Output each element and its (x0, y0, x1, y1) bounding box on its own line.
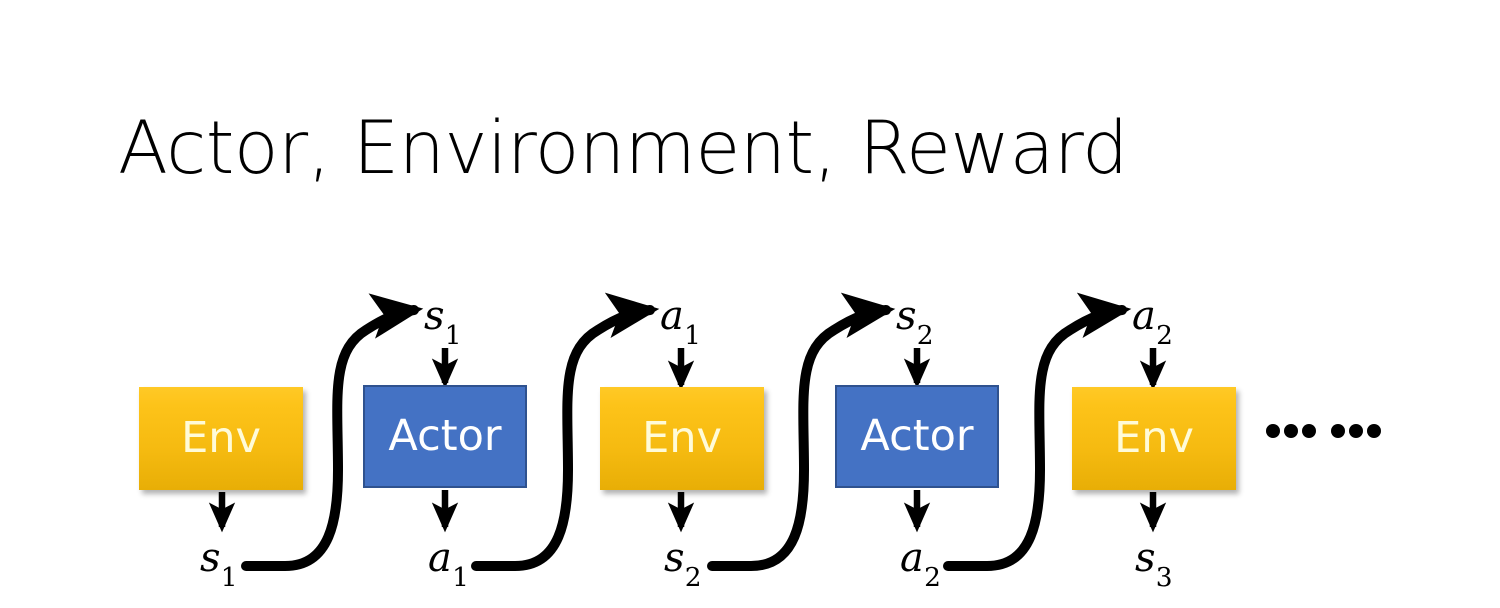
label-top-s2: s2 (896, 293, 934, 348)
label-top-a1: a1 (660, 293, 701, 348)
node-env-3-label: Env (1114, 413, 1194, 463)
curve-a2-to-env-input (943, 292, 1132, 571)
label-top-a2-symbol: a (1132, 293, 1156, 339)
label-top-s1-subscript: 1 (444, 319, 462, 351)
node-env-3[interactable]: Env (1072, 387, 1236, 490)
page-title: Actor, Environment, Reward (118, 106, 1128, 191)
label-bottom-s1: s1 (200, 535, 238, 590)
arrow-group-box-to-label (208, 490, 1167, 533)
curve-a1-to-env-input (471, 292, 660, 571)
ellipsis-dot (1349, 424, 1363, 438)
label-bottom-s3: s3 (1135, 535, 1173, 590)
label-top-a1-symbol: a (660, 293, 684, 339)
label-bottom-a1-subscript: 1 (452, 561, 469, 593)
curve-s2-to-actor-input (707, 292, 896, 571)
ellipsis-dot (1331, 424, 1345, 438)
label-bottom-s2-subscript: 2 (684, 561, 702, 593)
label-top-s1-symbol: s (424, 293, 445, 339)
label-top-s1: s1 (424, 293, 462, 348)
label-bottom-s1-symbol: s (200, 535, 221, 581)
label-bottom-a1-symbol: a (428, 535, 452, 581)
label-top-a1-subscript: 1 (684, 319, 701, 351)
label-bottom-a2-symbol: a (900, 535, 924, 581)
curve-s1-to-actor-input (241, 293, 424, 571)
label-bottom-s2: s2 (664, 535, 702, 590)
node-env-2-label: Env (642, 413, 722, 463)
label-top-a2: a2 (1132, 293, 1173, 348)
ellipsis-continuation (1266, 424, 1381, 438)
node-env-2[interactable]: Env (600, 387, 764, 490)
label-top-s2-symbol: s (896, 293, 917, 339)
node-actor-2[interactable]: Actor (835, 385, 999, 488)
label-bottom-a1: a1 (428, 535, 469, 590)
node-actor-1-label: Actor (388, 411, 502, 461)
ellipsis-group-2 (1331, 424, 1381, 438)
ellipsis-dot (1302, 424, 1316, 438)
label-bottom-a2-subscript: 2 (924, 561, 941, 593)
arrow-group-feedback-curves (241, 292, 1132, 571)
label-bottom-s2-symbol: s (664, 535, 685, 581)
label-top-a2-subscript: 2 (1156, 319, 1173, 351)
label-bottom-a2: a2 (900, 535, 941, 590)
node-actor-1[interactable]: Actor (363, 385, 527, 488)
label-bottom-s3-symbol: s (1135, 535, 1156, 581)
ellipsis-group-1 (1266, 424, 1316, 438)
ellipsis-dot (1266, 424, 1280, 438)
node-actor-2-label: Actor (860, 411, 974, 461)
ellipsis-dot (1367, 424, 1381, 438)
node-env-1[interactable]: Env (139, 387, 303, 490)
label-top-s2-subscript: 2 (916, 319, 934, 351)
node-env-1-label: Env (181, 413, 261, 463)
label-bottom-s3-subscript: 3 (1155, 561, 1173, 593)
arrow-group-label-to-box (431, 348, 1167, 391)
label-bottom-s1-subscript: 1 (220, 561, 238, 593)
ellipsis-dot (1284, 424, 1298, 438)
